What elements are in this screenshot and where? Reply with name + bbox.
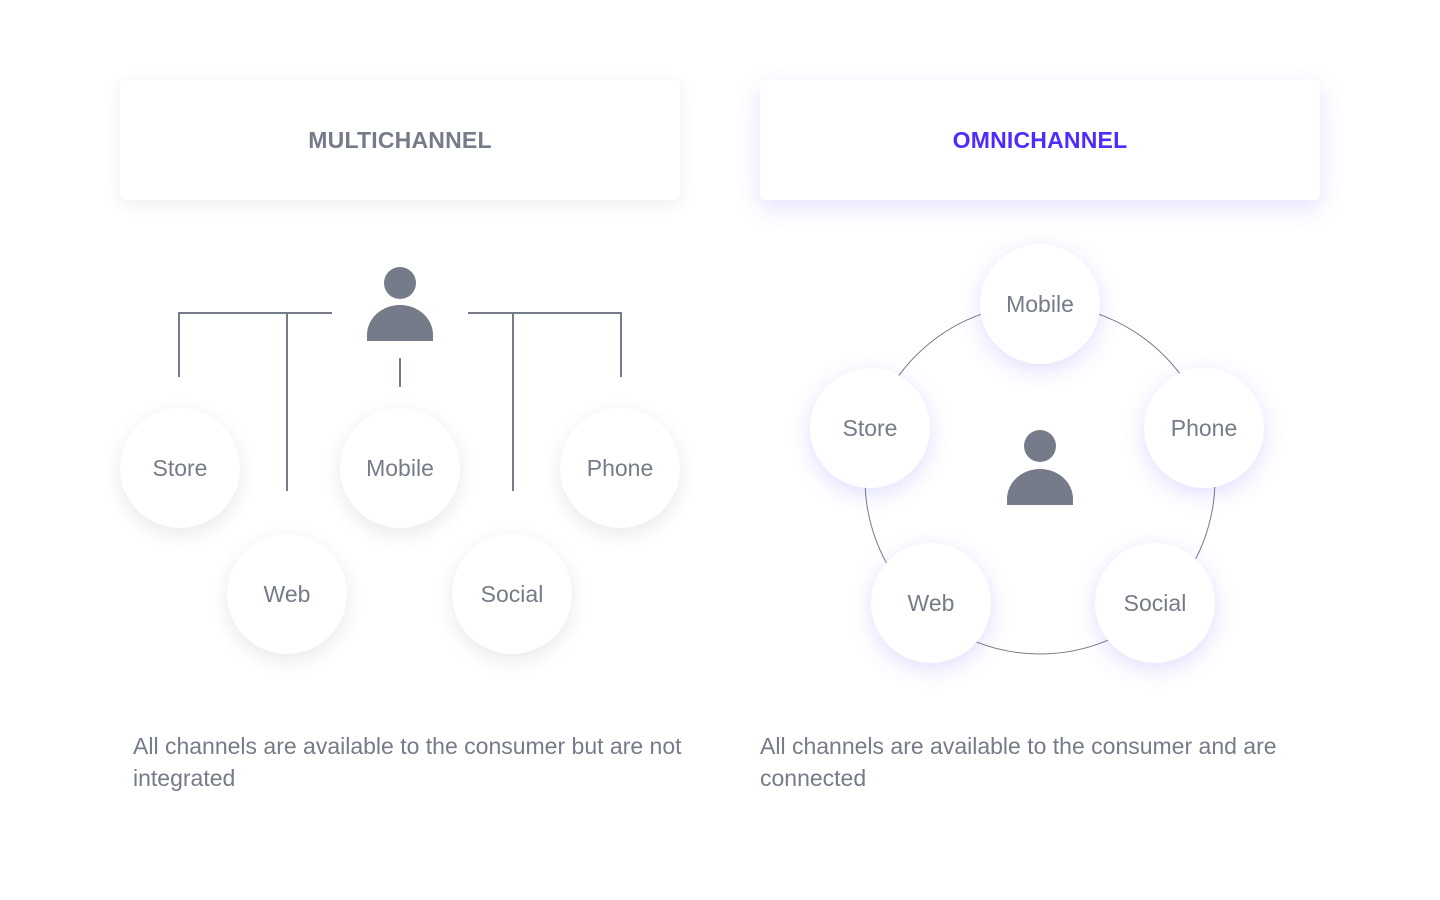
multichannel-header: MULTICHANNEL [120, 80, 680, 200]
node-label: Mobile [366, 454, 434, 481]
node-label: Phone [1170, 414, 1238, 441]
multichannel-node-phone: Phone [560, 408, 680, 528]
omnichannel-node-store: Store [810, 368, 930, 488]
node-label: Web [907, 589, 955, 616]
node-label: Social [1123, 589, 1187, 616]
node-label: Store [842, 414, 898, 441]
omnichannel-header: OMNICHANNEL [760, 80, 1320, 200]
multichannel-node-social: Social [452, 534, 572, 654]
omnichannel-node-phone: Phone [1144, 368, 1264, 488]
multichannel-tree [178, 312, 622, 491]
multichannel-node-mobile: Mobile [340, 408, 460, 528]
omnichannel-title: OMNICHANNEL [952, 126, 1128, 153]
omnichannel-node-web: Web [871, 543, 991, 663]
multichannel-title: MULTICHANNEL [308, 126, 492, 153]
node-label: Mobile [1006, 290, 1074, 317]
person-icon [367, 267, 433, 341]
node-label: Phone [586, 454, 654, 481]
omnichannel-node-mobile: Mobile [980, 244, 1100, 364]
multichannel-node-store: Store [120, 408, 240, 528]
omnichannel-caption: All channels are available to the consum… [760, 733, 1277, 791]
node-label: Store [152, 454, 208, 481]
node-label: Social [480, 580, 544, 607]
multichannel-node-web: Web [227, 534, 347, 654]
multichannel-caption: All channels are available to the consum… [133, 733, 682, 791]
omnichannel-node-social: Social [1095, 543, 1215, 663]
person-icon [1007, 430, 1073, 505]
node-label: Web [263, 580, 311, 607]
